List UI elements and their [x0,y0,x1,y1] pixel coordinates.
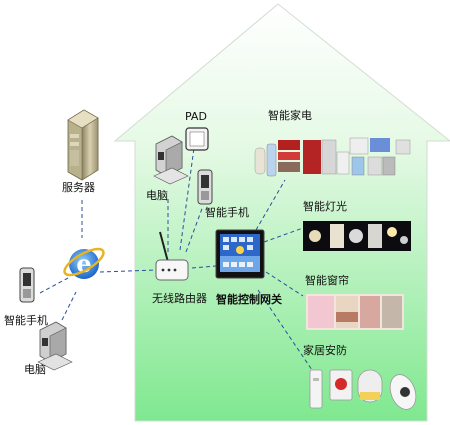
link-internet-router [99,269,159,273]
pc-home-label: 电脑 [146,189,168,202]
link-gateway-appliances [255,179,286,231]
gateway-label: 智能控制网关 [216,293,282,306]
pc-left-icon [37,321,73,371]
smartphone-left-label: 智能手机 [4,314,48,327]
wireless-router-icon [155,231,189,281]
smart-gateway-icon [215,229,265,279]
lighting-image [303,221,411,251]
smartphone-left-icon [19,267,35,303]
security-devices-image [309,369,417,410]
appliances-image [254,137,411,177]
server-tower-icon [67,109,99,181]
appliances-label: 智能家电 [268,109,312,122]
curtains-label: 智能窗帘 [305,274,349,287]
pc-left-label: 电脑 [24,363,46,376]
security-label: 家居安防 [303,344,347,357]
pad-label: PAD [185,110,207,123]
smartphone-home-icon [197,169,213,205]
house-shape [113,3,450,422]
link-phone-internet [39,277,69,294]
link-pc-internet [61,291,77,321]
lighting-label: 智能灯光 [303,200,347,213]
curtains-image [306,294,404,330]
pc-home-icon [153,135,189,185]
link-gateway-curtains [265,271,304,297]
link-router-pad [179,147,195,251]
server-label: 服务器 [62,181,95,194]
smartphone-home-label: 智能手机 [205,206,249,219]
link-gateway-security [257,289,313,371]
connection-links [39,147,313,371]
router-label: 无线路由器 [152,292,207,305]
pad-tablet-icon [185,127,209,151]
link-router-phone [185,205,204,253]
internet-explorer-icon: e [63,247,105,279]
